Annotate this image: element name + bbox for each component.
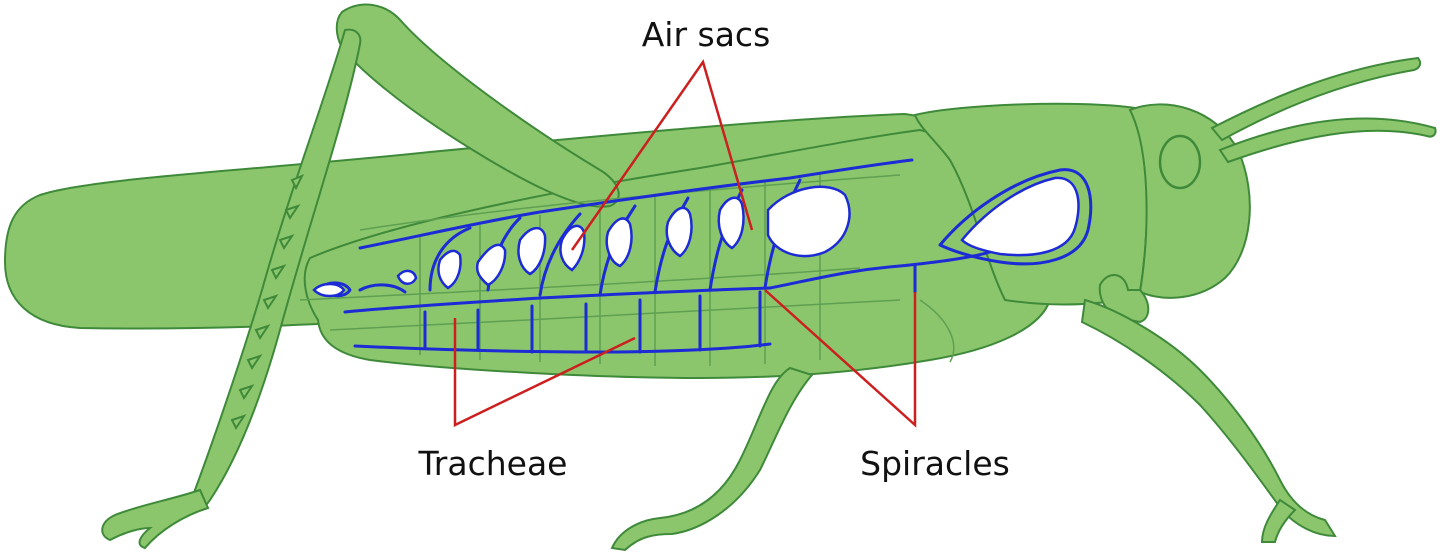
air-sacs-label: Air sacs bbox=[642, 15, 771, 54]
labels: Air sacs Tracheae Spiracles bbox=[418, 15, 1010, 483]
hind-foot bbox=[101, 488, 210, 550]
spiracles-label: Spiracles bbox=[860, 444, 1010, 483]
air-sac-head bbox=[960, 176, 1080, 257]
tracheae-label: Tracheae bbox=[418, 444, 568, 483]
air-sac-rear bbox=[396, 269, 418, 285]
grasshopper-body bbox=[3, 3, 1437, 552]
front-leg bbox=[1080, 298, 1337, 538]
air-sac-large bbox=[766, 185, 851, 258]
leader-lines bbox=[453, 59, 917, 428]
hind-tibia-spines bbox=[230, 174, 305, 430]
air-sac bbox=[517, 227, 547, 276]
air-sac bbox=[437, 249, 462, 290]
antenna-upper bbox=[1210, 56, 1422, 142]
air-sac-rear bbox=[312, 282, 346, 298]
air-sac bbox=[605, 217, 633, 268]
tracheae-leader bbox=[453, 318, 636, 427]
antenna-lower bbox=[1218, 117, 1437, 164]
spiracles-leader bbox=[764, 289, 917, 428]
front-foot bbox=[1260, 498, 1297, 543]
compound-eye bbox=[1158, 134, 1202, 190]
segment-lines bbox=[299, 172, 955, 366]
air-sacs bbox=[312, 176, 1080, 298]
air-sac bbox=[665, 206, 693, 258]
middle-leg bbox=[610, 366, 814, 552]
air-sacs-leader bbox=[570, 59, 754, 251]
air-sac bbox=[475, 243, 507, 287]
air-sac bbox=[717, 196, 745, 250]
